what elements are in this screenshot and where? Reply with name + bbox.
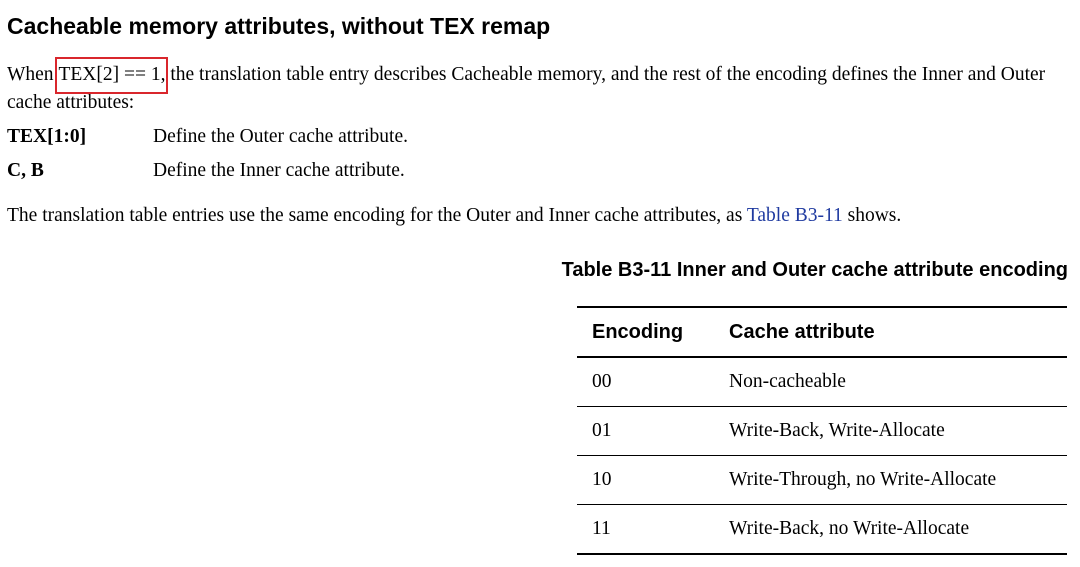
cell-encoding: 01	[577, 406, 714, 456]
table-row: 00 Non-cacheable	[577, 357, 1067, 407]
cell-cache-attribute: Write-Back, Write-Allocate	[714, 406, 1067, 456]
definition-term: TEX[1:0]	[7, 126, 87, 147]
definition-description: Define the Outer cache attribute.	[153, 126, 408, 147]
table-reference-link[interactable]: Table B3-11	[746, 205, 843, 226]
definition-row-cb: C, B Define the Inner cache attribute.	[7, 157, 405, 185]
outro-text-after: shows.	[842, 205, 902, 226]
section-heading: Cacheable memory attributes, without TEX…	[7, 13, 551, 39]
table-row: 10 Write-Through, no Write-Allocate	[577, 455, 1067, 505]
intro-text-after: the translation table entry describes Ca…	[7, 64, 1046, 113]
header-cache-attribute: Cache attribute	[714, 306, 1067, 358]
cell-cache-attribute: Write-Through, no Write-Allocate	[714, 455, 1067, 505]
cell-cache-attribute: Write-Back, no Write-Allocate	[714, 504, 1067, 555]
definition-row-tex: TEX[1:0] Define the Outer cache attribute…	[7, 123, 408, 151]
cell-encoding: 00	[577, 357, 714, 407]
header-encoding: Encoding	[577, 306, 714, 358]
intro-paragraph: When TEX[2] == 1, the translation table …	[7, 57, 1075, 117]
cell-cache-attribute: Non-cacheable	[714, 357, 1067, 407]
table-header-row: Encoding Cache attribute	[577, 306, 1067, 358]
cell-encoding: 10	[577, 455, 714, 505]
cache-attribute-table: Encoding Cache attribute 00 Non-cacheabl…	[577, 306, 1067, 555]
definition-description: Define the Inner cache attribute.	[153, 160, 405, 181]
intro-text-before: When	[7, 64, 59, 85]
table-row: 11 Write-Back, no Write-Allocate	[577, 504, 1067, 555]
cell-encoding: 11	[577, 504, 714, 555]
table-row: 01 Write-Back, Write-Allocate	[577, 406, 1067, 456]
highlighted-condition: TEX[2] == 1,	[55, 57, 169, 94]
table-caption: Table B3-11 Inner and Outer cache attrib…	[561, 259, 1068, 281]
outro-paragraph: The translation table entries use the sa…	[7, 202, 901, 230]
outro-text-before: The translation table entries use the sa…	[7, 205, 747, 226]
definition-term: C, B	[7, 160, 44, 181]
